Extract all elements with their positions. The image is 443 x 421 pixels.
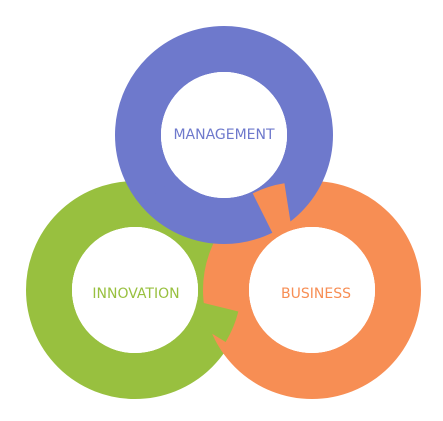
management-ring bbox=[115, 26, 333, 244]
business-ring bbox=[203, 181, 421, 399]
innovation-inner-cover bbox=[72, 227, 198, 353]
management-label: MANAGEMENT bbox=[173, 127, 275, 143]
management-inner-cover bbox=[161, 72, 287, 198]
innovation-label: INNOVATION bbox=[92, 286, 179, 302]
management-overlap-left bbox=[141, 175, 201, 235]
management-ring-band bbox=[115, 26, 333, 244]
business-overlap-right bbox=[252, 183, 293, 235]
business-inner-cover bbox=[249, 227, 375, 353]
innovation-overlap-bottom bbox=[185, 299, 239, 342]
business-ring-band bbox=[203, 181, 421, 399]
business-label: BUSINESS bbox=[281, 286, 351, 302]
